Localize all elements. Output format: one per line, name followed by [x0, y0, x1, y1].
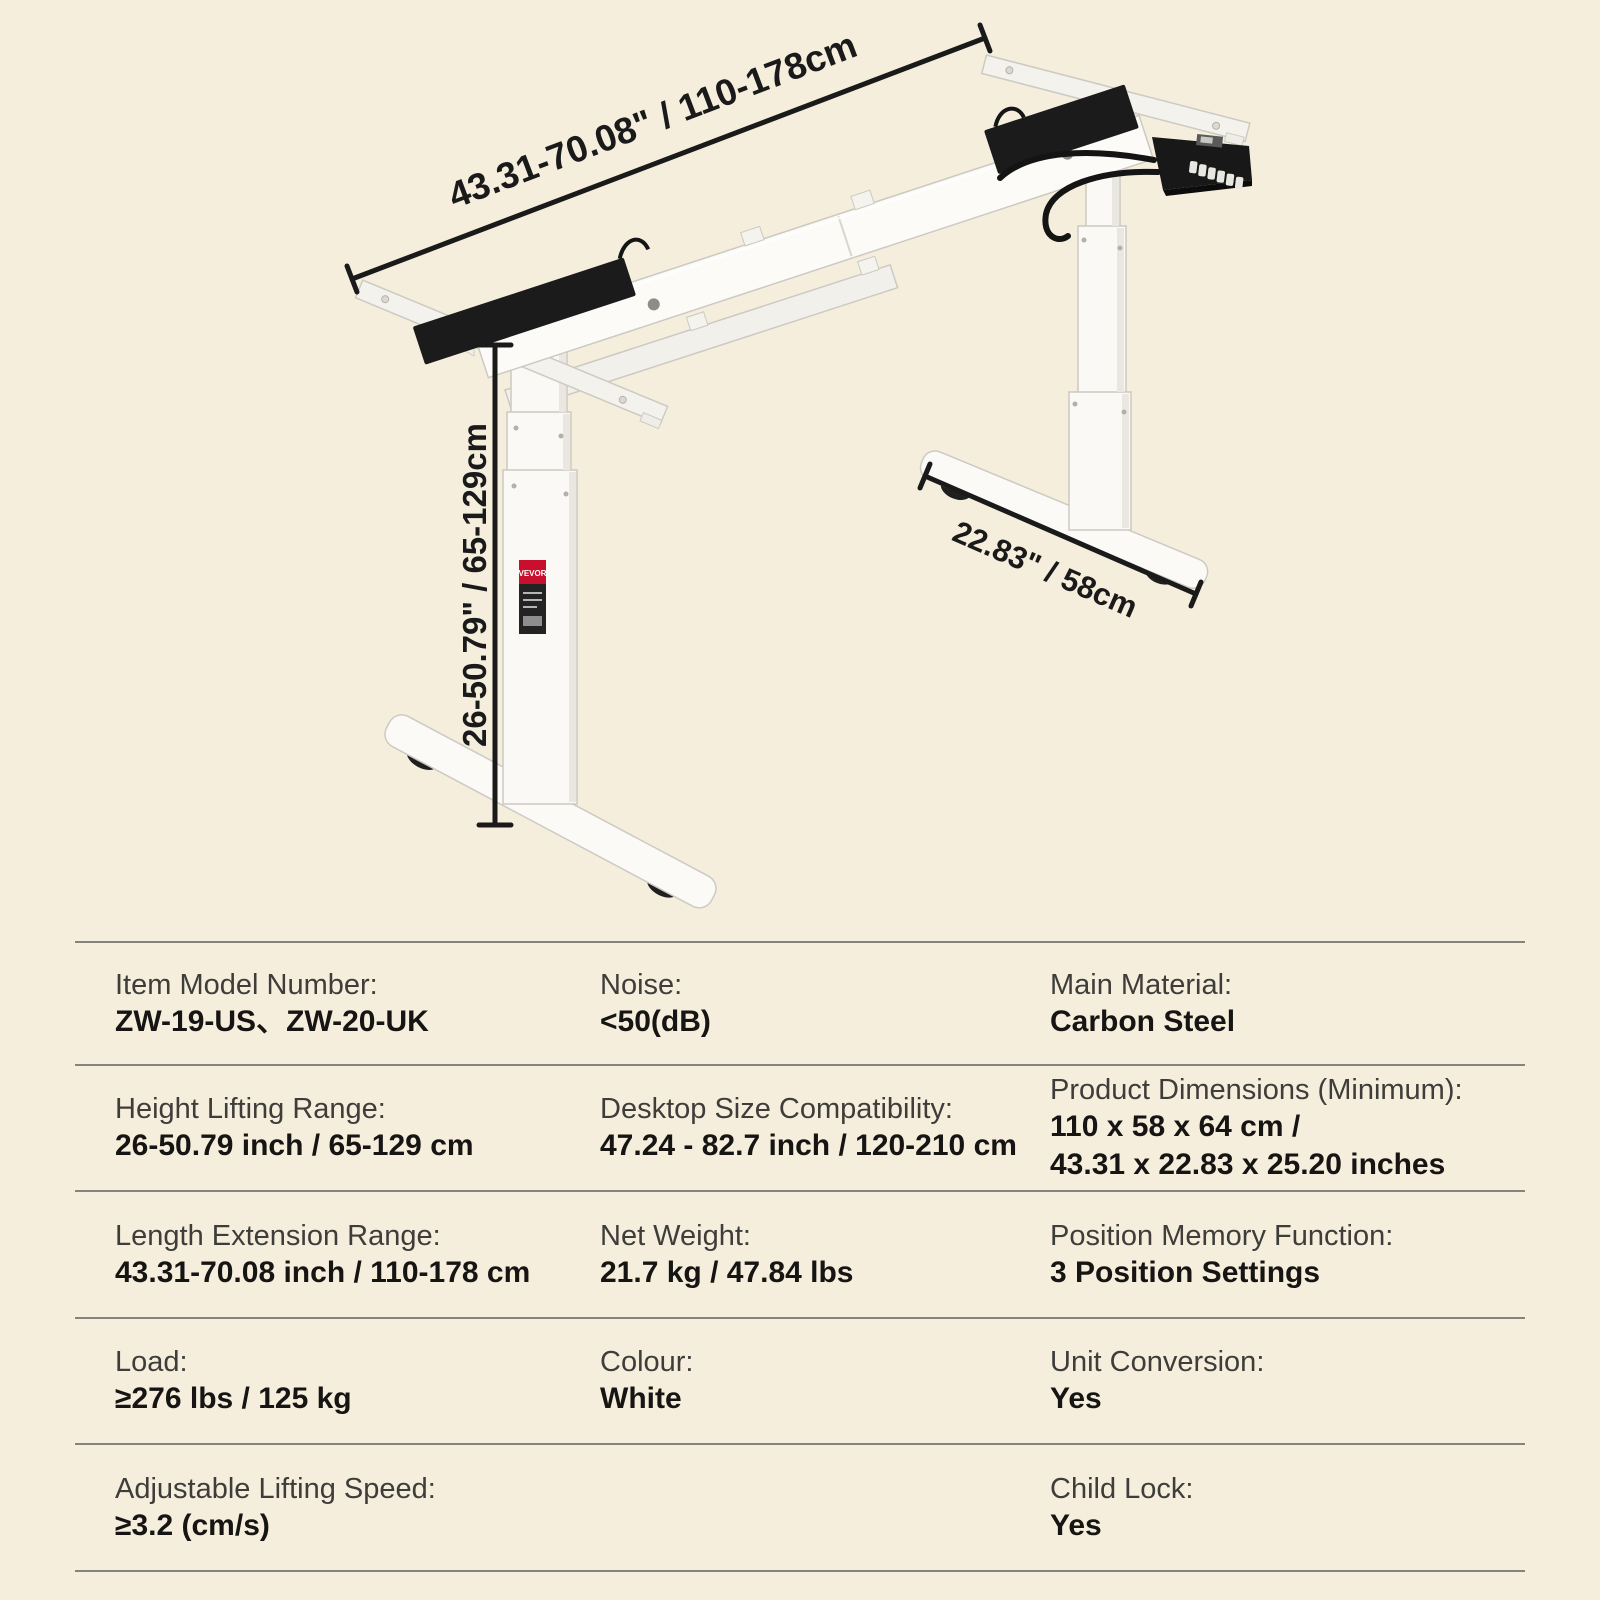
spec-cell: Noise: <50(dB) — [600, 967, 1050, 1041]
spec-row: Height Lifting Range: 26-50.79 inch / 65… — [75, 1064, 1525, 1190]
dimension-annotations — [344, 22, 1204, 828]
spec-table: Item Model Number: ZW-19-US、ZW-20-UK Noi… — [75, 941, 1525, 1572]
spec-cell: Child Lock: Yes — [1050, 1471, 1525, 1545]
spec-value: ZW-19-US、ZW-20-UK — [115, 1004, 429, 1038]
spec-label: Net Weight: — [600, 1219, 751, 1252]
spec-row: Length Extension Range: 43.31-70.08 inch… — [75, 1190, 1525, 1317]
spec-label: Height Lifting Range: — [115, 1093, 386, 1125]
spec-value: <50(dB) — [600, 1004, 711, 1038]
cables — [997, 150, 1161, 242]
dimension-line-length — [344, 22, 993, 295]
dimension-line-height — [476, 342, 514, 828]
spec-cell: Product Dimensions (Minimum): 110 x 58 x… — [1050, 1072, 1525, 1184]
spec-row: Adjustable Lifting Speed: ≥3.2 (cm/s) Ch… — [75, 1443, 1525, 1570]
spec-label: Item Model Number: — [115, 968, 378, 1001]
spec-label: Position Memory Function: — [1050, 1219, 1394, 1252]
spec-value: 47.24 - 82.7 inch / 120-210 cm — [600, 1129, 1017, 1162]
spec-value: White — [600, 1382, 682, 1415]
spec-value: 21.7 kg / 47.84 lbs — [600, 1255, 854, 1289]
dimension-label-height: 26-50.79" / 65-129cm — [456, 423, 493, 747]
controller-keypad — [1152, 134, 1252, 196]
pad-wire — [617, 237, 651, 260]
spec-cell: Item Model Number: ZW-19-US、ZW-20-UK — [115, 967, 600, 1041]
spec-value: 26-50.79 inch / 65-129 cm — [115, 1129, 474, 1162]
spec-cell: Length Extension Range: 43.31-70.08 inch… — [115, 1218, 600, 1292]
dimension-line-depth — [917, 461, 1204, 609]
right-leg — [1068, 127, 1132, 531]
lower-rail — [504, 255, 899, 414]
spec-label: Colour: — [600, 1346, 694, 1378]
spec-label: Load: — [115, 1346, 188, 1378]
cable — [1042, 168, 1161, 242]
left-leg: VEVOR — [502, 351, 578, 805]
spec-value: 3 Position Settings — [1050, 1255, 1321, 1289]
spec-value: 43.31 x 22.83 x 25.20 inches — [1050, 1148, 1446, 1181]
spec-cell: Height Lifting Range: 26-50.79 inch / 65… — [115, 1091, 600, 1165]
dimension-label-length: 43.31-70.08" / 110-178cm — [443, 24, 862, 216]
mounting-pad-right — [984, 84, 1139, 174]
pad-wire — [993, 106, 1026, 128]
spec-value: Carbon Steel — [1050, 1004, 1236, 1038]
spec-cell: Position Memory Function: 3 Position Set… — [1050, 1218, 1525, 1292]
spec-label: Desktop Size Compatibility: — [600, 1093, 953, 1125]
spec-value: 110 x 58 x 64 cm / — [1050, 1110, 1301, 1143]
spec-label: Noise: — [600, 968, 683, 1001]
spec-cell: Unit Conversion: Yes — [1050, 1344, 1525, 1418]
spec-label: Length Extension Range: — [115, 1219, 441, 1252]
spec-cell: Load: ≥276 lbs / 125 kg — [115, 1344, 600, 1418]
spec-row: Load: ≥276 lbs / 125 kg Colour: White Un… — [75, 1317, 1525, 1443]
spec-value: ≥276 lbs / 125 kg — [115, 1382, 352, 1415]
spec-value: ≥3.2 (cm/s) — [115, 1508, 270, 1542]
crossbeam — [413, 84, 1155, 379]
spec-cell: Adjustable Lifting Speed: ≥3.2 (cm/s) — [115, 1471, 600, 1545]
cable — [997, 150, 1157, 181]
spec-label: Adjustable Lifting Speed: — [115, 1472, 436, 1505]
spec-label: Product Dimensions (Minimum): — [1050, 1074, 1463, 1106]
mounting-pad-left — [413, 257, 636, 365]
spec-cell: Main Material: Carbon Steel — [1050, 967, 1525, 1041]
spec-cell: Colour: White — [600, 1344, 1050, 1418]
spec-value: Yes — [1050, 1382, 1102, 1415]
brand-label: VEVOR — [518, 569, 546, 578]
left-foot — [384, 714, 717, 909]
spec-value: 43.31-70.08 inch / 110-178 cm — [115, 1255, 531, 1289]
brand-sticker: VEVOR — [518, 560, 547, 634]
spec-label: Child Lock: — [1050, 1472, 1194, 1505]
product-illustration: VEVOR — [344, 22, 1252, 909]
spec-cell: Net Weight: 21.7 kg / 47.84 lbs — [600, 1218, 1050, 1292]
spec-row: Item Model Number: ZW-19-US、ZW-20-UK Noi… — [75, 941, 1525, 1064]
spec-label: Main Material: — [1050, 968, 1233, 1001]
spec-cell: Desktop Size Compatibility: 47.24 - 82.7… — [600, 1091, 1050, 1165]
spec-label: Unit Conversion: — [1050, 1346, 1265, 1378]
spec-value: Yes — [1050, 1508, 1102, 1542]
